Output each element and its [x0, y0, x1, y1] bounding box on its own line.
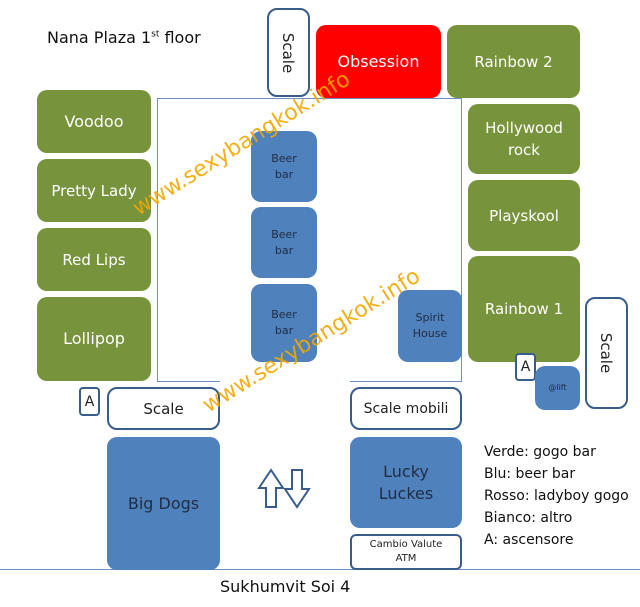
courtyard-left: [157, 98, 158, 382]
stairs-left: Scale: [107, 387, 220, 430]
escalator: Scale mobili: [350, 387, 462, 430]
venue-voodoo: Voodoo: [37, 90, 151, 153]
legend-item: Blu: beer bar: [484, 466, 576, 482]
venue-pretty-lady: Pretty Lady: [37, 159, 151, 222]
venue-playskool: Playskool: [468, 180, 580, 251]
legend-item: Bianco: altro: [484, 510, 573, 526]
venue-spirit-house: Spirit House: [398, 290, 462, 362]
watermark: www.sexybangkok.info: [128, 66, 355, 222]
courtyard-top: [157, 98, 462, 99]
courtyard-bottom-left: [157, 381, 220, 382]
street-line: [0, 569, 640, 570]
venue-obsession: Obsession: [316, 25, 441, 98]
up-down-arrows-icon: [257, 468, 311, 509]
beer-bar-3: Beer bar: [251, 284, 317, 362]
venue-lollipop: Lollipop: [37, 297, 151, 381]
venue-rainbow-2: Rainbow 2: [447, 25, 580, 98]
elevator-left: A: [79, 387, 100, 416]
map-title: Nana Plaza 1st floor: [47, 28, 201, 47]
legend: Verde: gogo bar Blu: beer bar Rosso: lad…: [484, 441, 629, 551]
courtyard-right: [461, 98, 462, 382]
venue-big-dogs: Big Dogs: [107, 437, 220, 570]
venue-lucky-luckes: Lucky Luckes: [350, 437, 462, 528]
stairs-right: Scale: [585, 297, 628, 409]
beer-bar-2: Beer bar: [251, 207, 317, 278]
elevator-right: A: [515, 353, 536, 381]
street-label: Sukhumvit Soi 4: [220, 577, 351, 596]
beer-bar-1: Beer bar: [251, 131, 317, 202]
courtyard-bottom-right: [350, 381, 462, 382]
venue-lift: @lift: [535, 366, 580, 410]
venue-rainbow-1: Rainbow 1: [468, 256, 580, 362]
stairs-top: Scale: [267, 8, 310, 97]
legend-item: Verde: gogo bar: [484, 444, 596, 460]
legend-item: A: ascensore: [484, 532, 574, 548]
venue-red-lips: Red Lips: [37, 228, 151, 291]
legend-item: Rosso: ladyboy gogo: [484, 488, 629, 504]
venue-hollywood-rock: Hollywood rock: [468, 104, 580, 174]
